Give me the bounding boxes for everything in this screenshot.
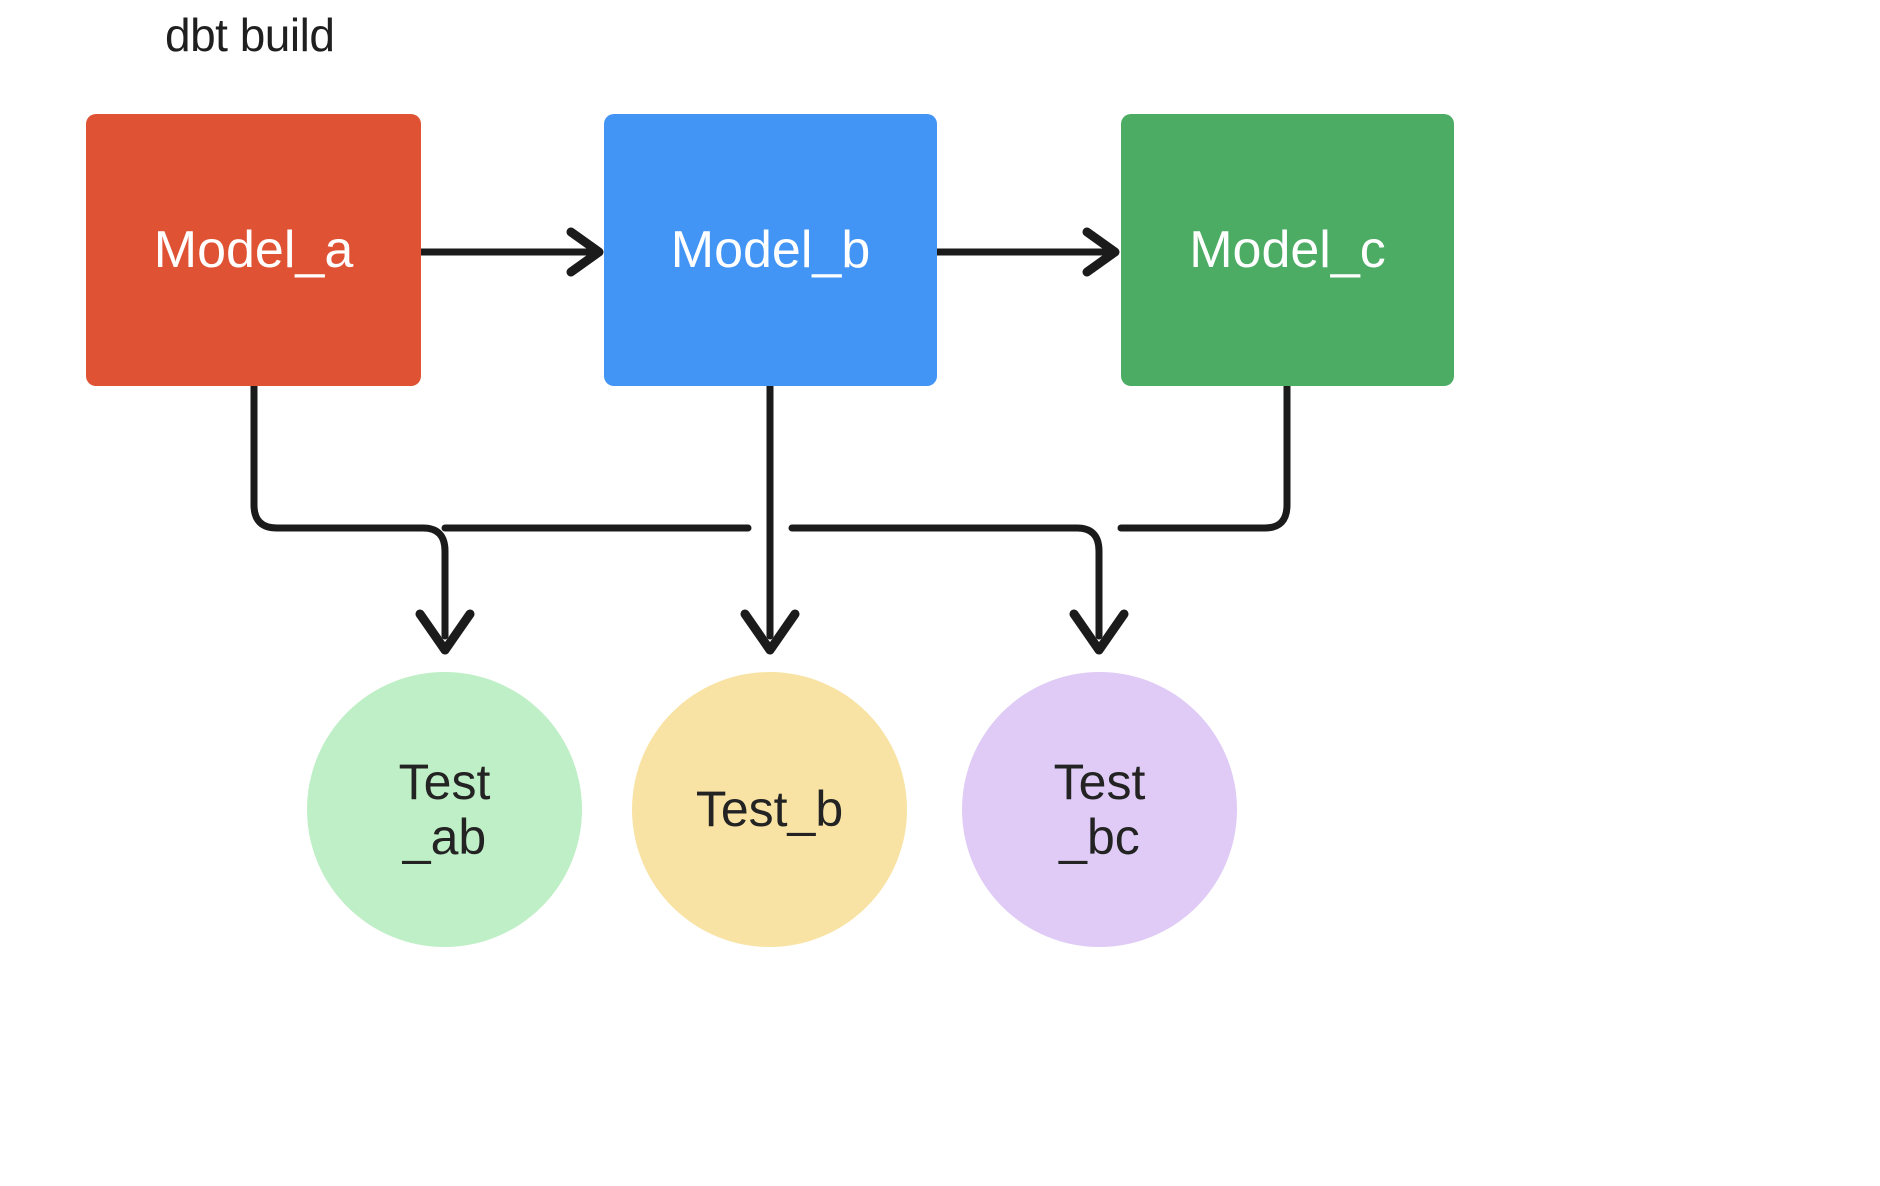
- node-model-a[interactable]: Model_a: [86, 114, 421, 386]
- edge-model-a-to-test-ab: [250, 382, 449, 640]
- edge-model-a-to-model-b: [417, 227, 604, 277]
- node-test-bc[interactable]: Test _bc: [962, 672, 1237, 947]
- node-test-b[interactable]: Test_b: [632, 672, 907, 947]
- node-model-c[interactable]: Model_c: [1121, 114, 1454, 386]
- edge-model-b-to-model-c: [933, 227, 1120, 277]
- node-model-b[interactable]: Model_b: [604, 114, 937, 386]
- arrowhead-test-bc: [1069, 609, 1129, 655]
- edge-model-b-to-test-bc: [788, 524, 1103, 640]
- arrowhead-test-b: [740, 609, 800, 655]
- edge-model-c-to-test-bc: [1117, 382, 1291, 532]
- arrowhead-test-ab: [415, 609, 475, 655]
- diagram-title: dbt build: [165, 9, 335, 61]
- node-test-ab[interactable]: Test _ab: [307, 672, 582, 947]
